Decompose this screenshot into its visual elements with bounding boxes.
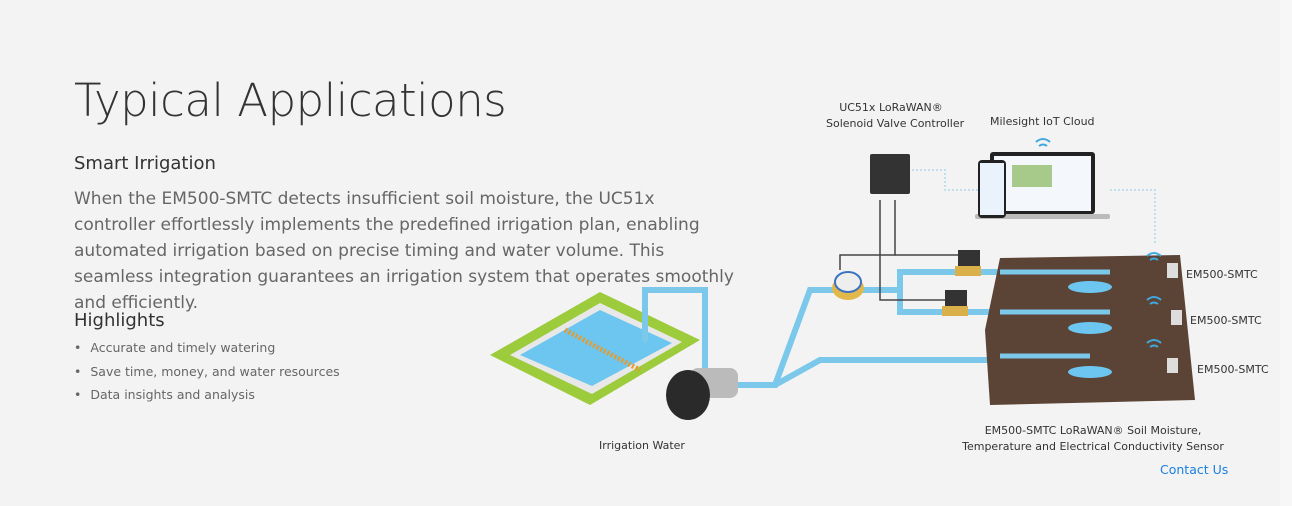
highlight-item: Data insights and analysis — [74, 387, 340, 411]
controller-label-line: Solenoid Valve Controller — [826, 117, 965, 130]
page-edge — [1280, 0, 1292, 506]
sensor-device — [1167, 263, 1178, 278]
valve-controller — [870, 154, 910, 194]
water-label: Irrigation Water — [599, 439, 685, 452]
contact-us-link[interactable]: Contact Us — [1160, 462, 1229, 477]
highlight-item: Save time, money, and water resources — [74, 364, 339, 388]
water-meter — [832, 271, 864, 300]
valve-fitting — [942, 306, 968, 316]
sensor-device — [1171, 310, 1182, 325]
section-subtitle: Smart Irrigation — [74, 153, 216, 174]
valve-fitting — [955, 266, 981, 276]
water-pump — [666, 368, 738, 420]
sensor-caption-line: EM500-SMTC LoRaWAN® Soil Moisture, — [984, 424, 1202, 437]
sensor-label: EM500-SMTC — [1186, 268, 1258, 281]
highlight-item: Accurate and timely watering — [74, 340, 340, 364]
controller-label-line: UC51x LoRaWAN® — [839, 101, 943, 114]
solenoid-valve — [958, 250, 980, 266]
sensor-label: EM500-SMTC — [1197, 363, 1269, 376]
wifi-icon — [1035, 138, 1162, 348]
soil-field — [985, 255, 1195, 405]
sensor-device — [1167, 358, 1178, 373]
solenoid-valve — [945, 290, 967, 306]
sensor-label: EM500-SMTC — [1190, 314, 1262, 327]
sensor-caption-line: Temperature and Electrical Conductivity … — [962, 440, 1224, 453]
controller-label: UC51x LoRaWAN® Solenoid Valve Controller — [826, 100, 965, 132]
control-wires — [839, 200, 960, 301]
cloud-label: Milesight IoT Cloud — [990, 115, 1095, 128]
section-description: When the EM500-SMTC detects insufficient… — [74, 189, 734, 313]
highlights-heading: Highlights — [74, 310, 165, 331]
sensor-caption: EM500-SMTC LoRaWAN® Soil Moisture, Tempe… — [960, 423, 1226, 455]
cloud-dashboard — [975, 152, 1110, 219]
wireless-link — [912, 169, 1156, 245]
page-title: Typical Applications — [74, 74, 507, 127]
highlights-list: Accurate and timely watering Save time, … — [74, 340, 340, 411]
